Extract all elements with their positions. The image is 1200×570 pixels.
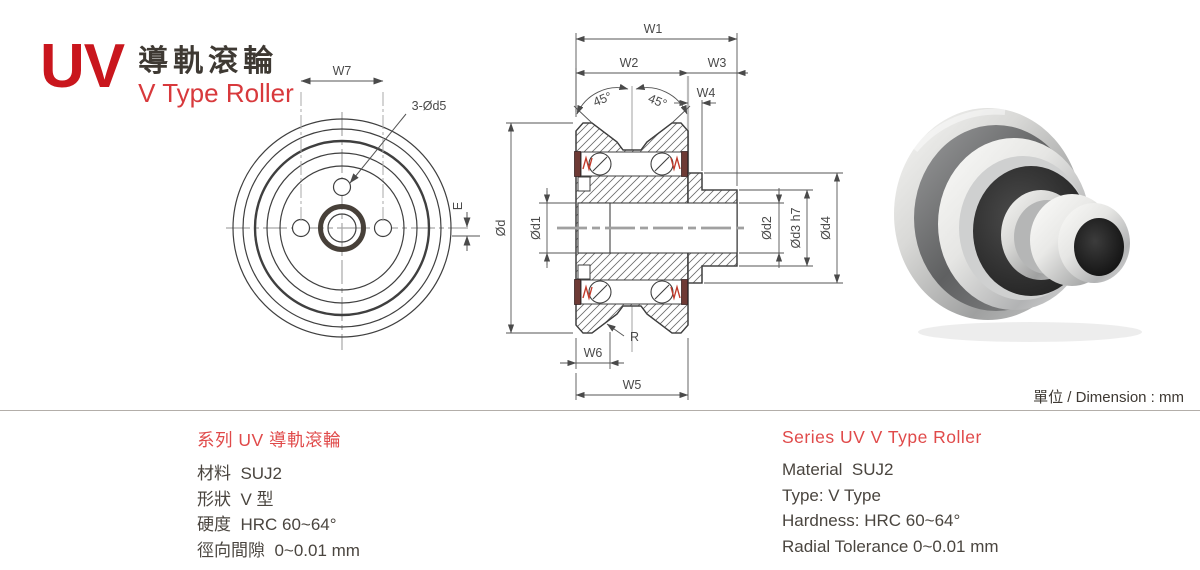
- seal-spring: [670, 155, 681, 172]
- seal-circle: [279, 165, 405, 291]
- dim-label-angle-left: 45°: [591, 89, 614, 109]
- flange-circle: [266, 152, 418, 304]
- dim-label-d: Ød: [494, 220, 508, 237]
- seal-bottom-left: [574, 279, 581, 305]
- dim-label-holes: 3-Ød5: [412, 99, 447, 113]
- seal-spring: [670, 284, 681, 301]
- bearing-balls: [588, 152, 674, 304]
- dim-label-w3: W3: [708, 56, 727, 70]
- section-dimensions: W1 W2 W3 W4 45° 45° Ød Ød1 Ød2: [494, 22, 843, 400]
- page-title-zh: 導軌滾輪: [138, 45, 279, 78]
- dim-label-d1: Ød1: [529, 216, 543, 240]
- angle-arc-left: [576, 83, 629, 115]
- outer-diameter-circle: [232, 118, 452, 338]
- ball-slash: [654, 284, 670, 300]
- groove-root-circle: [253, 139, 431, 317]
- dim-label-w1: W1: [644, 22, 663, 36]
- unit-note: 單位 / Dimension : mm: [1033, 389, 1184, 406]
- dim-label-w5: W5: [623, 378, 642, 392]
- photo-shadow: [918, 322, 1142, 342]
- dim-label-d4: Ød4: [819, 216, 833, 240]
- holes-leader: [349, 113, 407, 184]
- dim-label-angle-right: 45°: [646, 91, 669, 111]
- series-code: UV: [40, 32, 125, 101]
- dim-label-w6: W6: [584, 346, 603, 360]
- spec-line-type-zh: 形狀 V 型: [197, 489, 274, 509]
- photo-highlight: [912, 108, 1006, 152]
- spec-header-en: Series UV V Type Roller: [782, 427, 982, 447]
- ball-slash: [654, 156, 670, 172]
- spec-line-tolerance-zh: 徑向間隙 0~0.01 mm: [197, 540, 360, 560]
- spec-line-type-en: Type: V Type: [782, 485, 881, 505]
- mount-hole-top: [332, 177, 352, 197]
- spec-line-hardness-en: Hardness: HRC 60~64°: [782, 511, 961, 530]
- inner-ring-shoulder-bottom: [577, 264, 591, 280]
- stud-bore-hole: [1074, 218, 1124, 276]
- angle-arc-right: [635, 83, 688, 115]
- dim-label-r: R: [630, 330, 639, 344]
- ball-slash: [592, 284, 608, 300]
- seal-spring: [582, 284, 593, 301]
- section-view: [557, 76, 747, 352]
- section-divider: [0, 410, 1200, 411]
- spec-header-zh: 系列 UV 導軌滾輪: [197, 430, 342, 450]
- spec-block-en: Series UV V Type Roller Material SUJ2 Ty…: [782, 427, 1200, 559]
- seal-top-left: [574, 151, 581, 177]
- bore-inner-circle: [327, 213, 357, 243]
- bore-ring-thick: [318, 204, 366, 252]
- dim-label-e: E: [451, 202, 465, 210]
- spec-line-material-zh: 材料 SUJ2: [197, 464, 283, 483]
- spec-line-hardness-zh: 硬度 HRC 60~64°: [197, 515, 337, 534]
- ball-slash: [592, 156, 608, 172]
- dim-label-w4: W4: [697, 86, 716, 100]
- title-block: UV 導軌滾輪 V Type Roller: [40, 32, 294, 109]
- seal-bottom-right: [681, 279, 688, 305]
- spec-line-material-en: Material SUJ2: [782, 460, 894, 479]
- dim-label-w7: W7: [333, 64, 352, 78]
- dim-label-d2: Ød2: [760, 216, 774, 240]
- seals: [574, 151, 688, 305]
- seal-spring: [582, 155, 593, 172]
- groove-edge-circle: [242, 128, 442, 328]
- inner-ring-shoulder-top: [577, 176, 591, 192]
- spec-line-tolerance-en: Radial Tolerance 0~0.01 mm: [782, 536, 999, 556]
- dim-label-w2: W2: [620, 56, 639, 70]
- dim-label-d3: Ød3 h7: [789, 207, 803, 248]
- r-leader: [606, 323, 625, 337]
- page-title-en: V Type Roller: [138, 78, 294, 108]
- front-view: W7 3-Ød5 E: [226, 64, 480, 350]
- spec-block-zh: 系列 UV 導軌滾輪 材料 SUJ2 形狀 V 型 硬度 HRC 60~64° …: [197, 427, 617, 563]
- mount-hole-right: [373, 218, 393, 238]
- product-photo: [894, 108, 1142, 342]
- mount-hole-left: [291, 218, 311, 238]
- seal-top-right: [681, 151, 688, 177]
